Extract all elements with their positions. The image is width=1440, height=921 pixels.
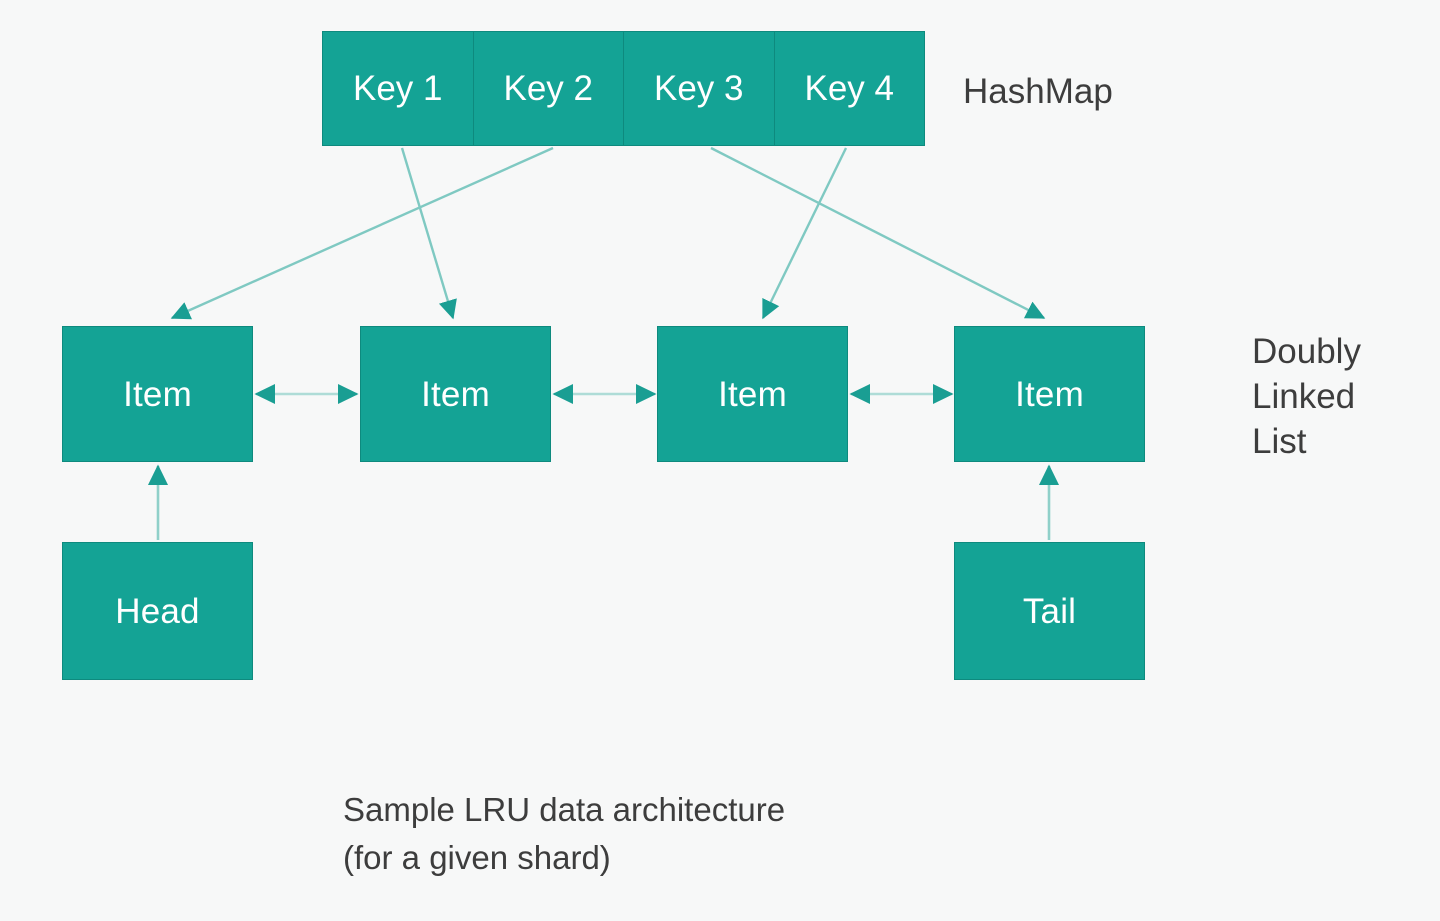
item-label: Item: [123, 374, 192, 414]
item-label: Item: [1015, 374, 1084, 414]
hashmap-row: Key 1 Key 2 Key 3 Key 4: [322, 31, 925, 146]
linked-list-item-4[interactable]: Item: [954, 326, 1145, 462]
linked-list-item-2[interactable]: Item: [360, 326, 551, 462]
edge-key3-to-item4: [710, 146, 1046, 320]
hashmap-cell-key-1[interactable]: Key 1: [323, 32, 474, 145]
diagram-caption: Sample LRU data architecture (for a give…: [343, 791, 786, 876]
tail-node[interactable]: Tail: [954, 542, 1145, 680]
head-node[interactable]: Head: [62, 542, 253, 680]
tail-label: Tail: [1022, 591, 1077, 631]
hashmap-cell-key-3[interactable]: Key 3: [624, 32, 775, 145]
item-label: Item: [718, 374, 787, 414]
linked-list-item-3[interactable]: Item: [657, 326, 848, 462]
edge-key4-to-item3: [761, 147, 848, 320]
hashmap-caption: HashMap: [963, 72, 1113, 111]
doubly-linked-list-caption: Doubly Linked List: [1252, 332, 1361, 461]
hashmap-cell-key-2[interactable]: Key 2: [474, 32, 624, 145]
hashmap-cell-label: Key 4: [804, 69, 895, 108]
item-label: Item: [421, 374, 490, 414]
hashmap-cell-key-4[interactable]: Key 4: [775, 32, 925, 145]
hashmap-cell-label: Key 3: [654, 69, 744, 108]
hashmap-cell-label: Key 1: [353, 69, 443, 108]
linked-list-item-1[interactable]: Item: [62, 326, 253, 462]
edge-key2-to-item1: [170, 146, 554, 320]
edge-key1-to-item2: [400, 147, 457, 320]
head-label: Head: [115, 591, 200, 631]
hashmap-cell-label: Key 2: [503, 69, 594, 108]
